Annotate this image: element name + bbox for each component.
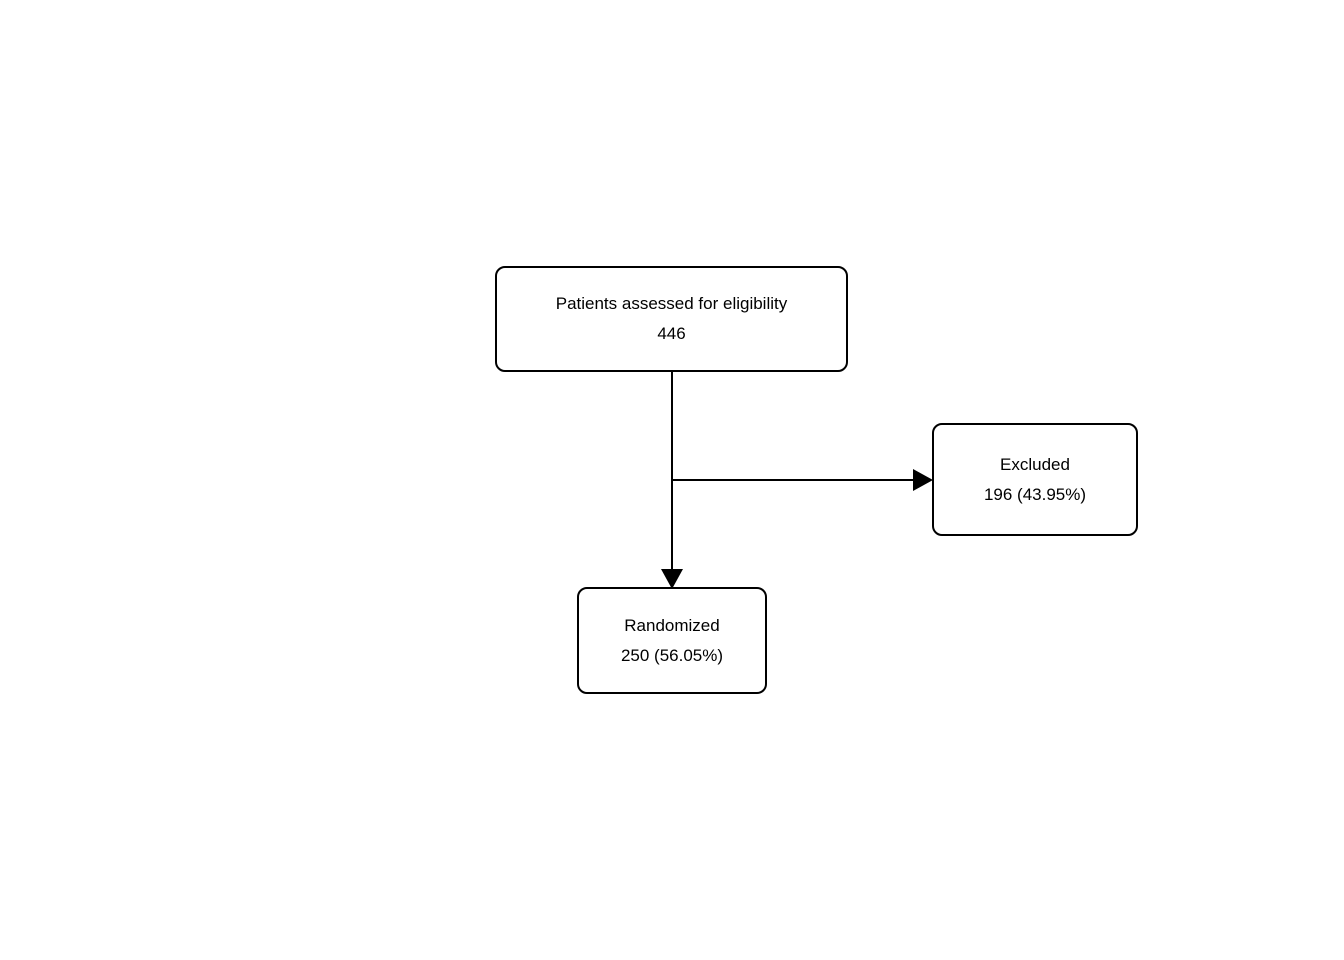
node-assessed-label: Patients assessed for eligibility [555,294,788,313]
node-excluded: Excluded 196 (43.95%) [932,423,1138,536]
arrowhead-right-icon [913,469,933,491]
node-randomized-label: Randomized [624,615,720,635]
node-assessed-value: 446 [657,324,686,343]
node-randomized-value: 250 (56.05%) [620,645,724,665]
node-randomized: Randomized 250 (56.05%) [577,587,767,694]
node-excluded-value: 196 (43.95%) [983,484,1087,504]
arrowhead-down-icon [661,569,683,589]
node-excluded-label: Excluded [1000,454,1070,474]
node-assessed: Patients assessed for eligibility 446 [495,266,848,372]
